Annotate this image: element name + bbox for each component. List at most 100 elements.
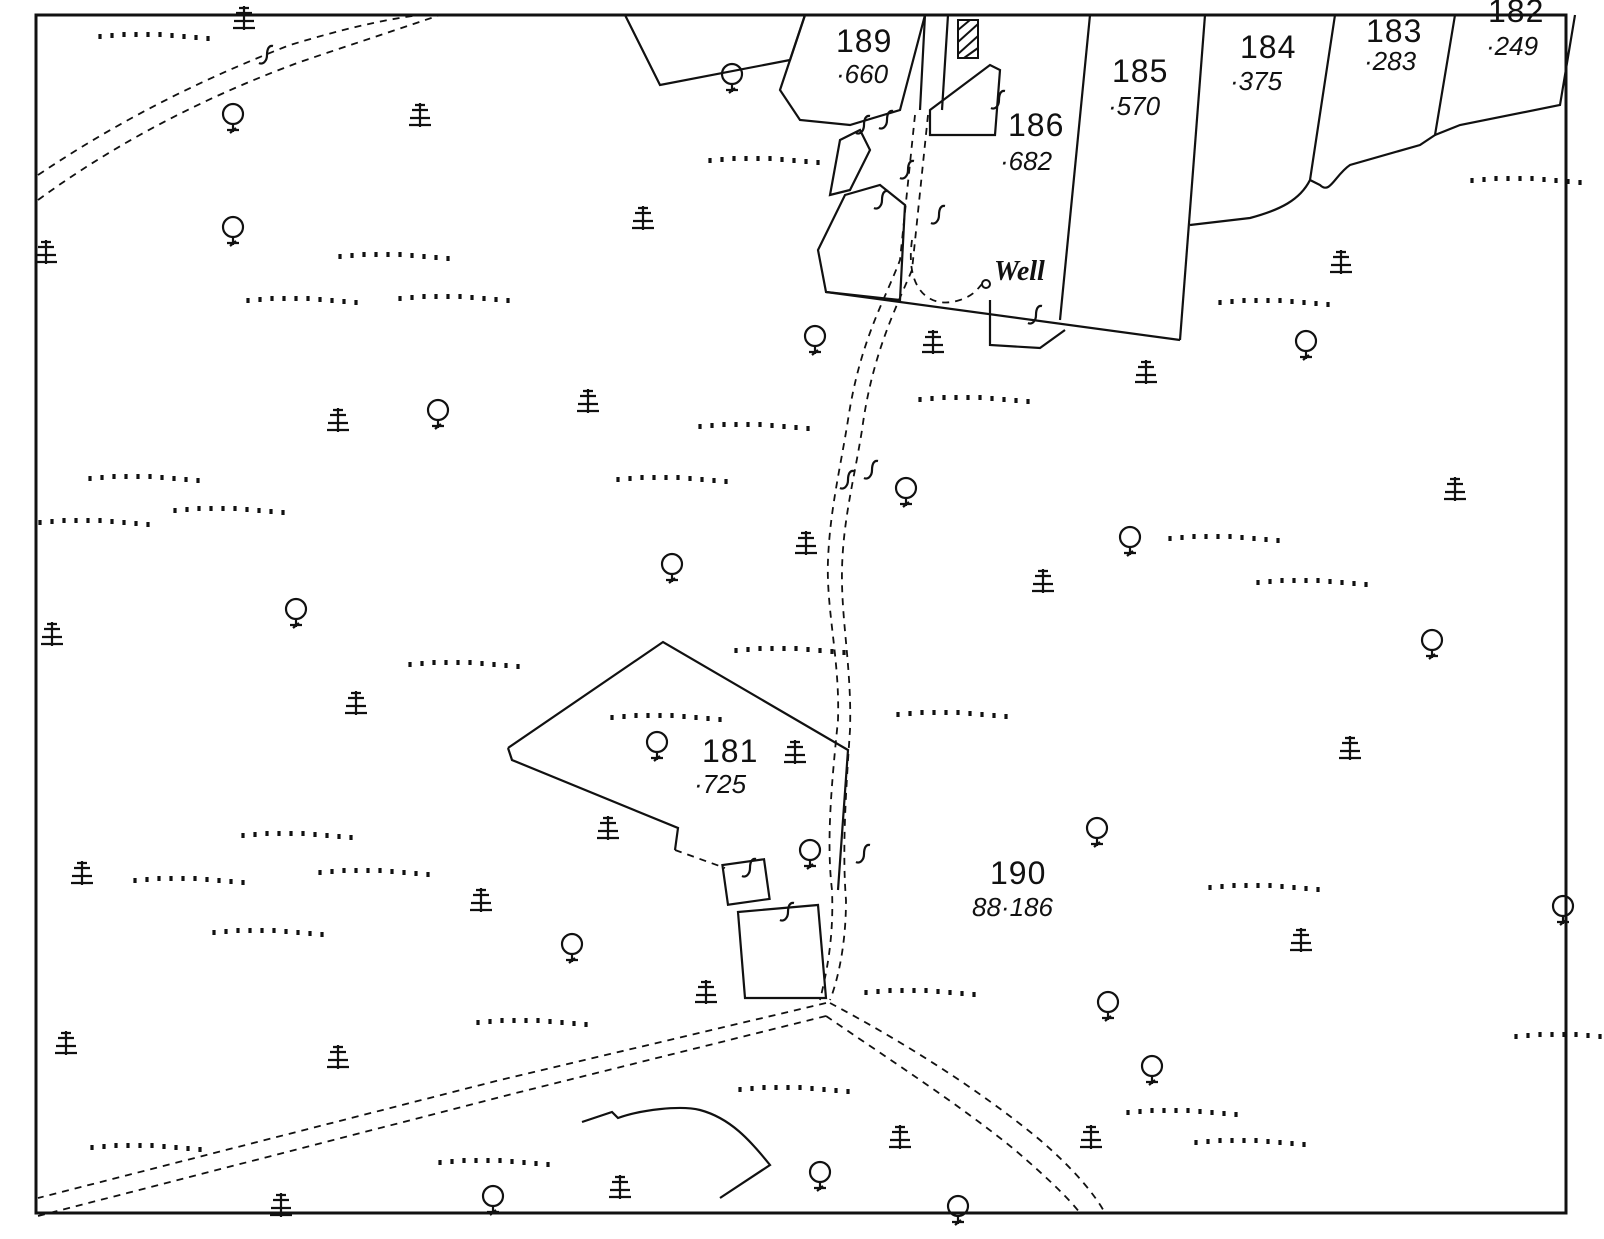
- coniferous-tree-icon: [630, 204, 656, 232]
- rough-grassland-icon: [476, 1016, 588, 1029]
- deciduous-tree-icon: [560, 932, 584, 965]
- boundary-tie-layer: [257, 44, 1044, 922]
- well-path: [909, 239, 983, 304]
- coniferous-tree-icon: [887, 1123, 913, 1151]
- coniferous-tree-icon: [1337, 734, 1363, 762]
- deciduous-tree-icon: [946, 1194, 970, 1227]
- footpath-main: [819, 114, 916, 1001]
- rough-grassland-icon: [1218, 296, 1330, 309]
- svg-text:·725: ·725: [694, 769, 747, 799]
- coniferous-tree-icon: [407, 101, 433, 129]
- svg-text:186: 186: [1008, 107, 1064, 143]
- rough-grassland-icon: [88, 472, 200, 485]
- svg-text:189: 189: [836, 23, 892, 59]
- coniferous-tree-icon: [920, 328, 946, 356]
- boundary-tie-icon: [862, 459, 880, 480]
- building-top-middle: [918, 14, 950, 111]
- small-enclosure-2: [736, 903, 828, 1000]
- rough-grassland-icon: [398, 292, 510, 305]
- rough-grassland-icon: [133, 874, 245, 887]
- deciduous-tree-icon: [1420, 628, 1444, 661]
- rough-grassland-icon: [173, 504, 285, 517]
- svg-text:183: 183: [1366, 13, 1422, 49]
- rough-grassland-icon: [98, 30, 210, 43]
- rough-grassland-icon: [734, 644, 846, 657]
- coniferous-tree-icon: [595, 814, 621, 842]
- rough-grassland-icon: [1208, 881, 1320, 894]
- coniferous-tree-icon: [693, 978, 719, 1006]
- svg-text:·570: ·570: [1108, 91, 1161, 121]
- rough-grassland-icon: [610, 711, 722, 724]
- svg-text:·682: ·682: [1000, 146, 1053, 176]
- road-bottom-right-2: [825, 1015, 1081, 1214]
- coniferous-tree-icon: [1288, 926, 1314, 954]
- hatched-building: [957, 19, 979, 59]
- parcel-boundary-186-block: [928, 63, 1002, 137]
- deciduous-tree-icon: [1085, 816, 1109, 849]
- deciduous-tree-icon: [284, 597, 308, 630]
- coniferous-tree-icon: [69, 859, 95, 887]
- road-bottom-right: [829, 1002, 1106, 1214]
- svg-text:185: 185: [1112, 53, 1168, 89]
- deciduous-tree-icon: [798, 838, 822, 871]
- parcel-boundary-186-185: [1058, 14, 1092, 321]
- rough-grassland-icon: [438, 1156, 550, 1169]
- coniferous-tree-icon: [325, 1043, 351, 1071]
- parcel-label-181: 181 ·725: [694, 733, 757, 799]
- parcel-boundary-main-line: [825, 290, 1181, 342]
- well-marker: Well: [981, 256, 1045, 289]
- parcel-boundary-small-left: [828, 128, 872, 197]
- rough-grassland-icon: [241, 829, 353, 842]
- track-top-left-2: [37, 14, 441, 201]
- parcel-181-dotted-link: [674, 849, 726, 869]
- parcel-label-185: 185 ·570: [1108, 53, 1168, 121]
- svg-text:88·186: 88·186: [972, 892, 1053, 922]
- coniferous-tree-icon: [468, 886, 494, 914]
- deciduous-tree-icon: [720, 62, 744, 95]
- coniferous-tree-icon: [1030, 567, 1056, 595]
- svg-text:·660: ·660: [836, 59, 889, 89]
- parcel-boundary-189: [778, 14, 927, 127]
- deciduous-tree-icon: [645, 730, 669, 763]
- parcel-label-189: 189 ·660: [836, 23, 892, 89]
- rough-grassland-icon: [318, 866, 430, 879]
- boundary-tie-icon: [898, 159, 916, 180]
- coniferous-tree-icon: [325, 406, 351, 434]
- rough-grassland-icon: [698, 420, 810, 433]
- parcel-boundary-189-left: [624, 14, 807, 87]
- boundary-tie-icon: [257, 44, 275, 65]
- svg-text:·249: ·249: [1486, 31, 1538, 61]
- deciduous-tree-icon: [426, 398, 450, 431]
- parcel-boundary-183-182: [1309, 14, 1457, 189]
- parcel-label-184: 184 ·375: [1230, 29, 1296, 96]
- coniferous-tree-icon: [1078, 1123, 1104, 1151]
- well-enclosure: [988, 300, 1066, 350]
- parcel-label-186: 186 ·682: [1000, 107, 1064, 176]
- parcel-boundary-185-184: [1178, 14, 1207, 341]
- hatched-building-fill: [957, 19, 979, 59]
- coniferous-tree-icon: [343, 689, 369, 717]
- road-bottom-left-2: [37, 1015, 827, 1217]
- rough-grassland-icon: [738, 1083, 850, 1096]
- coniferous-tree-icon: [1442, 475, 1468, 503]
- rough-grassland-icon: [1168, 532, 1280, 545]
- deciduous-tree-icon: [660, 552, 684, 585]
- boundary-tie-icon: [854, 843, 872, 864]
- svg-text:Well: Well: [994, 256, 1045, 287]
- curved-boundary-bottom: [581, 1106, 772, 1199]
- deciduous-tree-layer: [221, 62, 1575, 1227]
- svg-text:·283: ·283: [1364, 46, 1417, 76]
- deciduous-tree-icon: [808, 1160, 832, 1193]
- rough-grassland-icon: [1194, 1136, 1306, 1149]
- svg-text:182: 182: [1488, 0, 1544, 29]
- coniferous-tree-icon: [1133, 358, 1159, 386]
- svg-text:184: 184: [1240, 29, 1296, 65]
- rough-grassland-icon: [708, 154, 820, 167]
- rough-grassland-icon: [246, 294, 358, 307]
- map-frame: [34, 13, 1568, 1215]
- parcel-boundary-182-right: [1434, 14, 1577, 137]
- deciduous-tree-icon: [894, 476, 918, 509]
- rough-grassland-icon: [212, 926, 324, 939]
- boundary-tie-icon: [872, 189, 890, 210]
